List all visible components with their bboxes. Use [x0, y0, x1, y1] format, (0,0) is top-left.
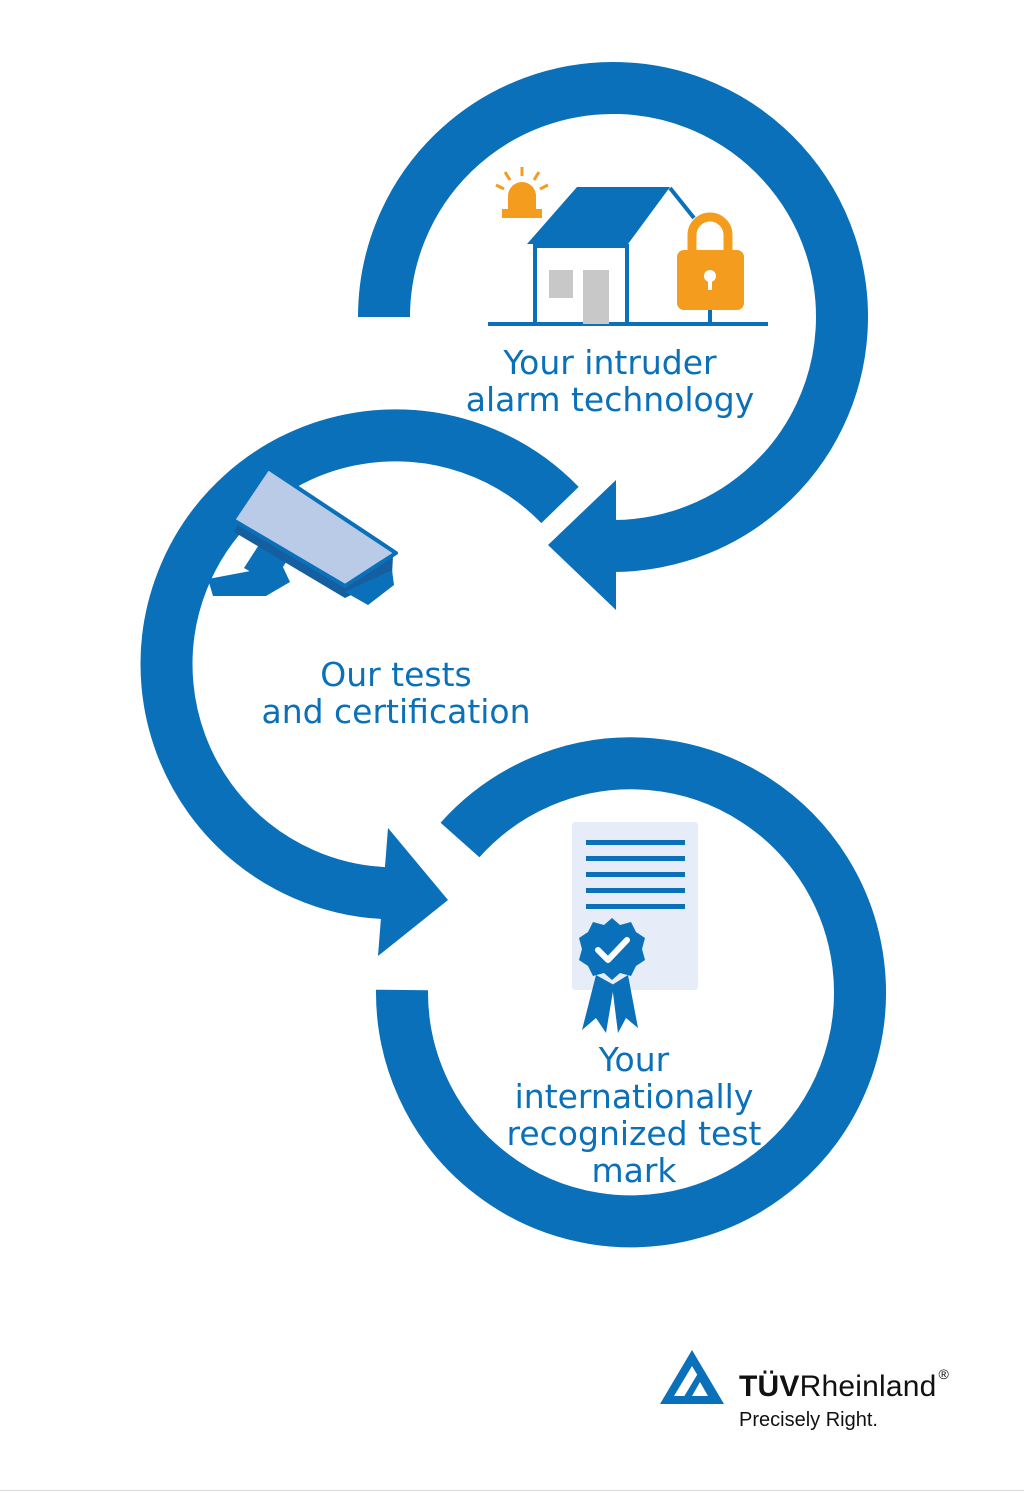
- house-lock-alarm-icon: [488, 167, 768, 326]
- brand-tagline: Precisely Right.: [739, 1409, 878, 1431]
- step-label-line: Our tests: [320, 655, 472, 694]
- tuv-logo-icon: [660, 1350, 724, 1404]
- arrow-loop-1: [358, 61, 868, 610]
- step-label-line: recognized test: [506, 1114, 762, 1153]
- step-label-line: and certification: [261, 692, 531, 731]
- arrow-loop-2: [140, 409, 579, 956]
- brand-name: TÜVRheinland®: [739, 1363, 949, 1404]
- step-label-line: mark: [591, 1151, 677, 1190]
- brand-bold: TÜV: [739, 1370, 800, 1403]
- arrow-loop-3: [375, 737, 886, 1248]
- page-divider: [0, 1490, 1024, 1491]
- registered-mark: ®: [938, 1366, 950, 1382]
- step-label-alarm-technology: Your intruder alarm technology: [430, 344, 790, 418]
- certificate-icon: [572, 822, 698, 1033]
- security-camera-icon: [208, 466, 398, 605]
- step-label-test-mark: Your internationally recognized test mar…: [454, 1041, 814, 1189]
- tuv-logo: TÜVRheinland® Precisely Right.: [739, 1363, 949, 1433]
- step-label-line: internationally: [514, 1077, 754, 1116]
- step-label-line: Your intruder: [503, 343, 717, 382]
- brand-regular: Rheinland: [799, 1370, 937, 1403]
- step-label-tests-certification: Our tests and certification: [216, 656, 576, 730]
- step-label-line: Your: [598, 1040, 670, 1079]
- step-label-line: alarm technology: [465, 380, 755, 419]
